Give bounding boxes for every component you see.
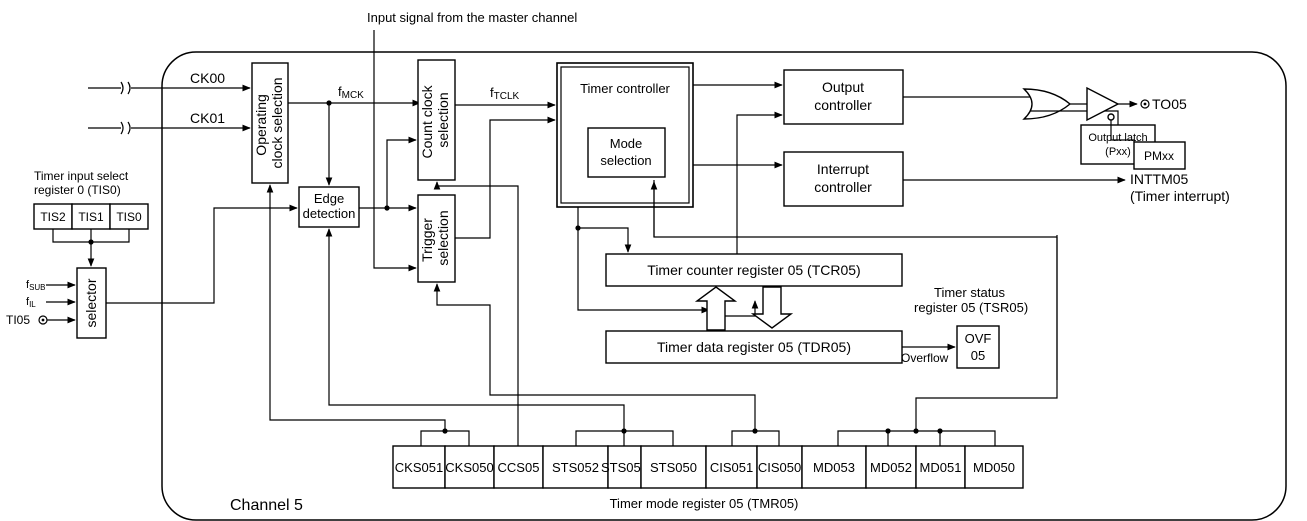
pmxx-box bbox=[1133, 141, 1186, 170]
count-clock-selection-box bbox=[417, 59, 456, 181]
count-clock-selection-label: Count clock selection bbox=[419, 81, 451, 158]
trigger-selection-label: Trigger selection bbox=[419, 210, 451, 265]
ti05-label: TI05 bbox=[6, 313, 30, 327]
or-gate bbox=[1022, 88, 1072, 120]
tis-bit-0: TIS2 bbox=[40, 210, 66, 224]
tmr-bit-label: CKS051 bbox=[395, 460, 443, 475]
tmr-bit-label: MD052 bbox=[870, 460, 912, 475]
tmr-bit-label: CCS05 bbox=[498, 460, 540, 475]
timer-data-register-box bbox=[605, 330, 903, 364]
pmxx-label: PMxx bbox=[1144, 149, 1174, 163]
output-controller-box bbox=[783, 69, 904, 125]
timer-counter-register-label: Timer counter register 05 (TCR05) bbox=[647, 262, 860, 278]
tmr05-title: Timer mode register 05 (TMR05) bbox=[610, 496, 799, 511]
tmr-bit-cell bbox=[444, 445, 495, 489]
edge-detection-box bbox=[298, 186, 360, 228]
tis-bit-2: TIS0 bbox=[116, 210, 142, 224]
selector-label: selector bbox=[83, 278, 99, 327]
channel-frame bbox=[161, 51, 1287, 521]
tmr-bit-label: CKS050 bbox=[445, 460, 493, 475]
operating-clock-selection-box bbox=[251, 62, 289, 184]
to05-label: TO05 bbox=[1152, 96, 1187, 112]
tmr-bit-cell bbox=[493, 445, 544, 489]
channel-label: Channel 5 bbox=[230, 497, 303, 514]
timer-counter-register-box bbox=[605, 253, 903, 287]
mode-selection-box bbox=[587, 127, 666, 178]
tmr-bit-label: CIS051 bbox=[710, 460, 753, 475]
tmr-bit-label: CIS050 bbox=[758, 460, 801, 475]
tmr-bit-label: MD053 bbox=[813, 460, 855, 475]
ck01-label: CK01 bbox=[190, 110, 225, 126]
bus-arrow-down bbox=[750, 286, 794, 329]
tmr-bit-cell bbox=[542, 445, 609, 489]
tis-bit-1: TIS1 bbox=[78, 210, 104, 224]
output-latch-label: Output latch(Pxx) bbox=[1088, 132, 1147, 158]
tmr-bit-label: STS052 bbox=[552, 460, 599, 475]
ck00-label: CK00 bbox=[190, 70, 225, 86]
operating-clock-selection-label: Operating clock selection bbox=[253, 77, 285, 168]
ftclk-label: fTCLK bbox=[490, 85, 520, 102]
tmr-bit-cell bbox=[705, 445, 758, 489]
tmr-bit-label: MD051 bbox=[920, 460, 962, 475]
tmr-bit-cell bbox=[964, 445, 1024, 489]
timer-controller-label: Timer controller bbox=[580, 81, 670, 96]
inttm05-label: INTTM05(Timer interrupt) bbox=[1130, 171, 1230, 204]
tmr-bit-cell bbox=[392, 445, 446, 489]
tmr-bit-cell bbox=[801, 445, 867, 489]
fmck-label: fMCK bbox=[338, 84, 364, 101]
tmr-bit-cell bbox=[865, 445, 917, 489]
tmr-bit-label: STS050 bbox=[650, 460, 697, 475]
timer-data-register-label: Timer data register 05 (TDR05) bbox=[657, 339, 851, 355]
ovf05-box bbox=[956, 325, 1000, 369]
master-channel-label: Input signal from the master channel bbox=[367, 10, 577, 25]
output-buffer bbox=[1086, 86, 1120, 122]
bus-arrow-up bbox=[694, 286, 738, 331]
tmr-bit-label: MD050 bbox=[973, 460, 1015, 475]
selector-box bbox=[76, 267, 107, 339]
fil-label: fIL bbox=[26, 296, 36, 309]
overflow-label: Overflow bbox=[901, 351, 949, 365]
interrupt-controller-box bbox=[783, 151, 904, 207]
fsub-label: fSUB bbox=[26, 279, 46, 292]
tmr-bit-label: STS051 bbox=[601, 460, 648, 475]
